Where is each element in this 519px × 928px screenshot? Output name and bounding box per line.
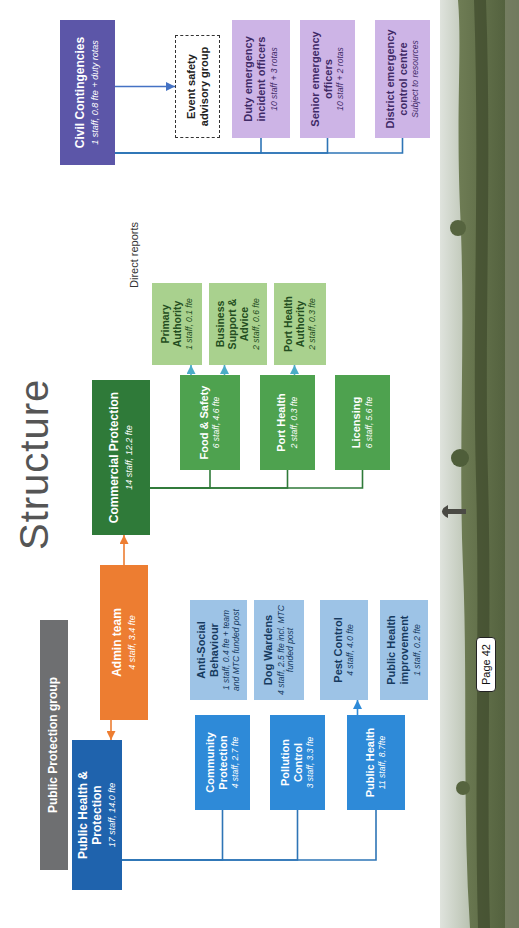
connector bbox=[123, 535, 125, 565]
rota-box: Senior emergency officers10 staff + 2 ro… bbox=[300, 20, 355, 138]
node-detail: 1 staff, 0.1 fte bbox=[185, 298, 195, 350]
direct-report-box: Port Health Authority2 staff, 0.3 fte bbox=[274, 283, 326, 365]
node-heading: Primary Authority bbox=[159, 288, 183, 360]
team-box: Public Health11 staff, 8.7fte bbox=[347, 715, 405, 810]
node-detail: 1 staff, 0.8 fte + duty rotas bbox=[90, 40, 100, 144]
rota-box: Duty emergency incident officers10 staff… bbox=[232, 20, 290, 138]
node-detail: 4 staff, 2.7 fte bbox=[231, 737, 241, 789]
photo-dome bbox=[442, 505, 448, 518]
node-detail: Subject to resources bbox=[411, 40, 421, 117]
node-heading: Licensing bbox=[350, 397, 363, 448]
node-detail: 10 staff + 3 rotas bbox=[270, 47, 280, 111]
node-detail: 4 staff, 4.0 fte bbox=[346, 624, 356, 676]
node-heading: Pest Control bbox=[332, 617, 345, 682]
direct-report-box: Business Support & Advice2 staff, 0.6 ft… bbox=[209, 283, 267, 365]
node-detail: 2 staff, 0.3 fte bbox=[290, 397, 300, 449]
admin-box: Admin team4 staff, 3.4 fte bbox=[100, 565, 148, 720]
node-heading: Anti-Social Behaviour bbox=[195, 605, 220, 695]
photo-hedge bbox=[474, 0, 490, 928]
connector bbox=[122, 810, 223, 860]
page-stamp: Page 42 bbox=[476, 637, 496, 692]
connector bbox=[115, 138, 328, 153]
department-box: Public Health & Protection17 staff, 14.0… bbox=[72, 740, 122, 890]
node-detail: 10 staff + 2 rotas bbox=[336, 47, 346, 111]
node-detail: 14 staff, 12.2 fte bbox=[124, 425, 134, 490]
node-heading: Pollution Control bbox=[279, 720, 304, 805]
node-detail: 1 staff, 0.4 fte + team and MTC funded p… bbox=[222, 605, 242, 695]
node-heading: Civil Contingencies bbox=[74, 37, 88, 148]
node-detail: 6 staff, 4.6 fte bbox=[212, 397, 222, 449]
team-box: Community Protection4 staff, 2.7 fte bbox=[195, 715, 250, 810]
slide-title: Structure bbox=[12, 379, 57, 550]
node-heading: Port Health Authority bbox=[282, 288, 306, 360]
node-heading: Business Support & Advice bbox=[214, 288, 250, 360]
advisory-group-box: Event safety advisory group bbox=[175, 35, 220, 138]
connector bbox=[115, 138, 261, 153]
node-heading: Senior emergency officers bbox=[309, 25, 334, 133]
node-detail: 17 staff, 14.0 fte bbox=[107, 783, 117, 848]
connector bbox=[224, 365, 226, 375]
connector bbox=[150, 470, 210, 488]
connector bbox=[190, 365, 192, 375]
node-heading: Food & Safety bbox=[198, 386, 211, 460]
node-heading: Public Health improvement bbox=[385, 605, 410, 695]
connector bbox=[110, 720, 112, 740]
node-heading: Event safety advisory group bbox=[185, 41, 210, 132]
node-heading: Community Protection bbox=[204, 720, 229, 805]
node-heading: Public Health bbox=[364, 728, 377, 798]
photo-tree bbox=[451, 449, 469, 467]
node-detail: 1 staff, 0.2 fte bbox=[413, 624, 423, 676]
node-detail: 3 staff, 3.3 fte bbox=[306, 737, 316, 789]
team-box: Pollution Control3 staff, 3.3 fte bbox=[270, 715, 325, 810]
node-detail: 11 staff, 8.7fte bbox=[378, 736, 388, 789]
section-label: Direct reports bbox=[128, 222, 140, 288]
team-box: Port Health2 staff, 0.3 fte bbox=[260, 375, 315, 470]
connector bbox=[115, 86, 175, 88]
service-box: Pest Control4 staff, 4.0 fte bbox=[320, 600, 368, 700]
node-heading: Public Health & Protection bbox=[77, 745, 105, 885]
photo-field bbox=[505, 0, 519, 928]
node-heading: Admin team bbox=[111, 608, 125, 677]
node-detail: 6 staff, 5.6 fte bbox=[365, 397, 375, 449]
connector bbox=[122, 810, 298, 860]
node-heading: District emergency control centre bbox=[384, 25, 409, 133]
connector bbox=[150, 470, 363, 488]
connector bbox=[115, 138, 403, 153]
service-box: Public Health improvement1 staff, 0.2 ft… bbox=[380, 600, 428, 700]
rota-box: District emergency control centreSubject… bbox=[375, 20, 430, 138]
team-box: Licensing6 staff, 5.6 fte bbox=[335, 375, 390, 470]
direct-report-box: Primary Authority1 staff, 0.1 fte bbox=[152, 283, 202, 365]
node-heading: Public Protection group bbox=[47, 677, 61, 813]
photo-tree bbox=[456, 781, 470, 795]
node-heading: Duty emergency incident officers bbox=[242, 25, 267, 133]
node-detail: 4 staff, 3.4 fte bbox=[127, 615, 137, 670]
connector bbox=[122, 810, 376, 860]
department-box: Civil Contingencies1 staff, 0.8 fte + du… bbox=[60, 20, 115, 165]
node-detail: 2 staff, 0.3 fte bbox=[308, 298, 318, 350]
node-heading: Dog Wardens bbox=[262, 615, 275, 686]
node-detail: 2 staff, 0.6 fte bbox=[252, 298, 262, 350]
connector bbox=[357, 700, 359, 715]
team-box: Food & Safety6 staff, 4.6 fte bbox=[180, 375, 240, 470]
service-box: Dog Wardens4 staff, 2.5 fte incl. MTC fu… bbox=[254, 600, 304, 700]
connector bbox=[150, 470, 288, 488]
node-heading: Commercial Protection bbox=[108, 392, 122, 523]
photo-tree bbox=[450, 220, 466, 236]
node-detail: 4 staff, 2.5 fte incl. MTC funded post bbox=[277, 605, 297, 695]
connector bbox=[294, 365, 296, 375]
group-banner: Public Protection group bbox=[40, 620, 68, 870]
department-box: Commercial Protection14 staff, 12.2 fte bbox=[92, 380, 150, 535]
node-heading: Port Health bbox=[275, 393, 288, 452]
service-box: Anti-Social Behaviour1 staff, 0.4 fte + … bbox=[190, 600, 247, 700]
